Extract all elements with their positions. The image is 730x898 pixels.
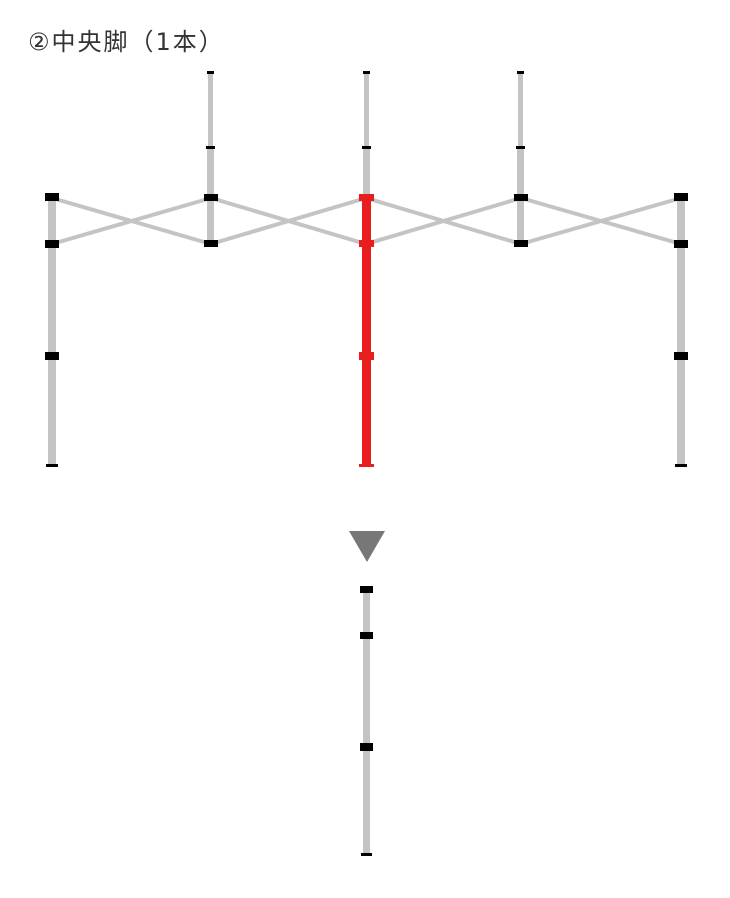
leg-tube (677, 198, 685, 466)
roof-pole-joint (204, 240, 218, 247)
roof-pole-lower (363, 148, 370, 196)
page-title: ②中央脚（1本） (28, 28, 225, 56)
lock-joint (45, 352, 59, 360)
leg-tube (363, 590, 370, 855)
center-leg-lock-joint (359, 352, 374, 360)
roof-pole-right (514, 71, 528, 247)
scissor-truss (50, 196, 683, 246)
center-leg-top-joint (359, 194, 374, 201)
roof-pole-tip (363, 71, 370, 74)
roof-pole-upper (208, 74, 213, 146)
foot-plate (361, 853, 372, 856)
truss-bar (519, 196, 683, 246)
right-corner-leg (674, 193, 688, 467)
center-leg-tube (362, 198, 371, 466)
roof-pole-upper (518, 74, 523, 146)
roof-pole-joint (204, 194, 218, 201)
foot-plate (46, 464, 58, 467)
center-leg-foot (359, 464, 374, 467)
roof-pole-left (204, 71, 218, 247)
roof-pole-upper (364, 74, 369, 146)
foot-plate (675, 464, 687, 467)
truss-bar (50, 196, 213, 246)
truss-bar (364, 196, 523, 246)
roof-pole-joint (514, 240, 528, 247)
roof-pole-collar (362, 146, 371, 149)
slider-joint (674, 240, 688, 248)
truss-bar (209, 196, 368, 246)
center-leg-highlighted (359, 194, 374, 467)
lock-joint (360, 743, 373, 751)
leg-tube (48, 198, 56, 466)
center-leg-slider-joint (359, 240, 374, 247)
roof-pole-tip (517, 71, 524, 74)
top-joint (45, 193, 59, 201)
slider-joint (360, 632, 373, 639)
lock-joint (674, 352, 688, 360)
roof-pole-center (362, 71, 371, 196)
down-arrow-icon (349, 531, 385, 562)
roof-pole-joint (514, 194, 528, 201)
roof-pole-collar (516, 146, 525, 149)
slider-joint (45, 240, 59, 248)
top-joint (360, 586, 373, 593)
left-corner-leg (45, 193, 59, 467)
roof-pole-collar (206, 146, 215, 149)
detached-center-leg (360, 586, 373, 856)
top-joint (674, 193, 688, 201)
roof-pole-tip (207, 71, 214, 74)
